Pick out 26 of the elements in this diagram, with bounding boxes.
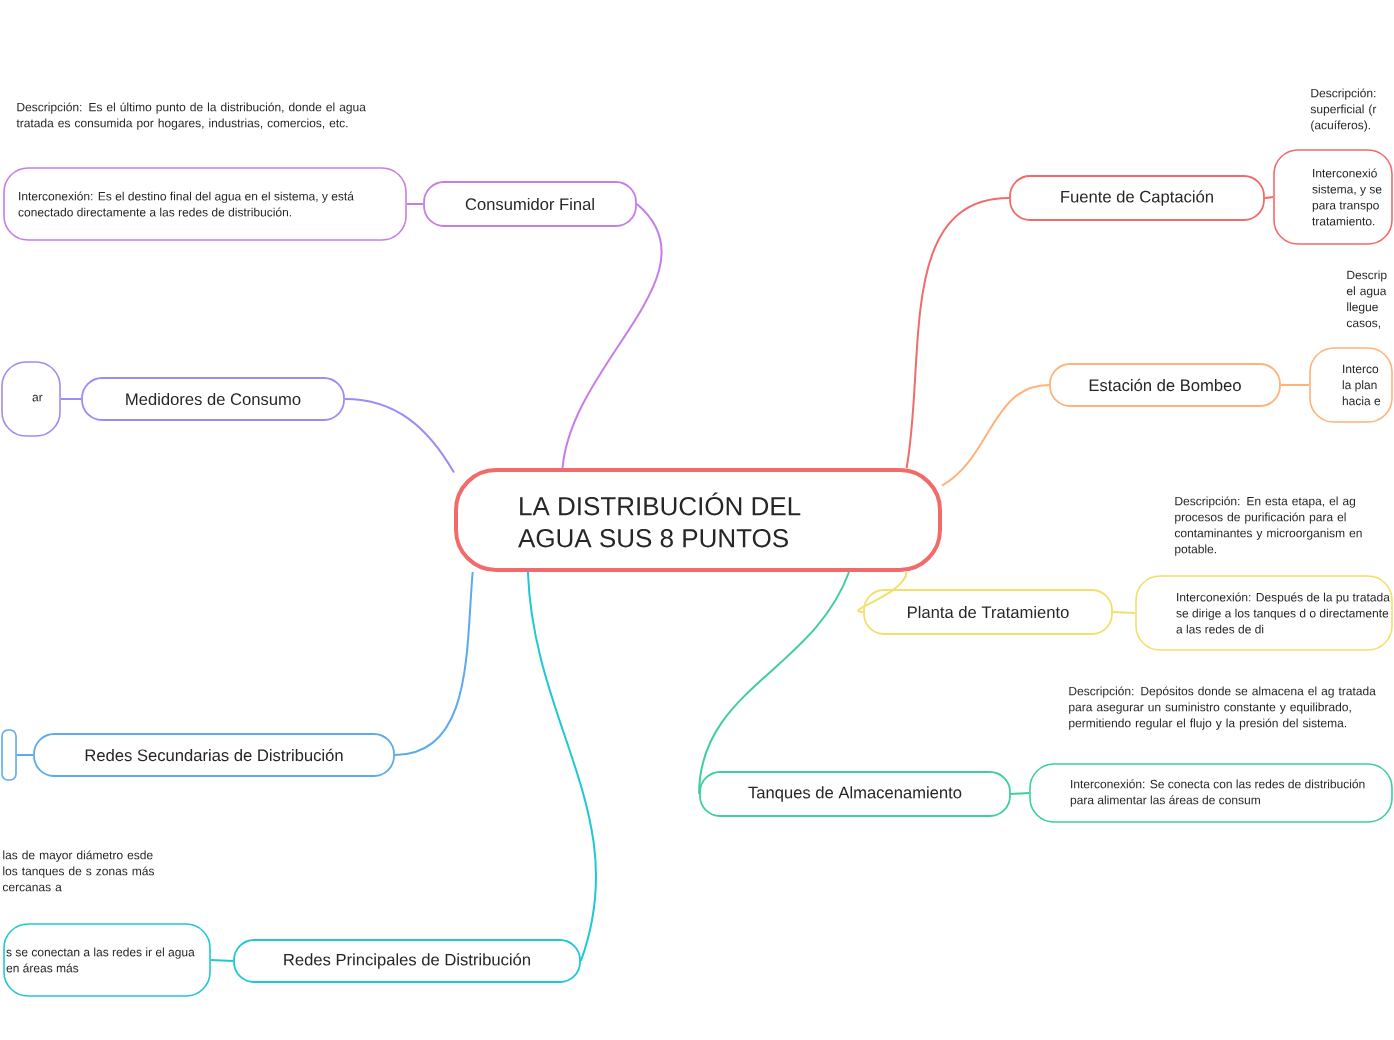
connector xyxy=(15,754,35,756)
connector xyxy=(526,571,597,962)
connector xyxy=(209,959,235,962)
topic-box: LA DISTRIBUCIÓN DEL AGUA SUS 8 PUNTOS xyxy=(454,468,942,572)
branch-box: Planta de Tratamiento xyxy=(863,589,1113,635)
connector xyxy=(561,203,663,469)
branch-box: Redes Principales de Distribución xyxy=(233,939,581,983)
branch-box: Medidores de Consumo xyxy=(81,377,345,421)
branch-box: Estación de Bombeo xyxy=(1049,363,1281,407)
branch-box: Fuente de Captación xyxy=(1009,175,1265,221)
detail-box xyxy=(1,729,17,781)
connector xyxy=(941,384,1051,487)
connector xyxy=(1279,384,1311,386)
branch-box: Tanques de Almacenamiento xyxy=(699,771,1011,817)
connector xyxy=(59,398,83,400)
connector xyxy=(1111,611,1137,614)
branch-box: Redes Secundarias de Distribución xyxy=(33,733,395,777)
connector xyxy=(1263,196,1275,199)
branch-box: Consumidor Final xyxy=(423,181,637,227)
connector xyxy=(905,197,1011,469)
connector xyxy=(393,571,474,756)
connector xyxy=(1009,792,1031,795)
connector xyxy=(857,571,908,613)
connector xyxy=(405,203,425,205)
connector xyxy=(698,571,850,795)
connector xyxy=(343,398,455,474)
